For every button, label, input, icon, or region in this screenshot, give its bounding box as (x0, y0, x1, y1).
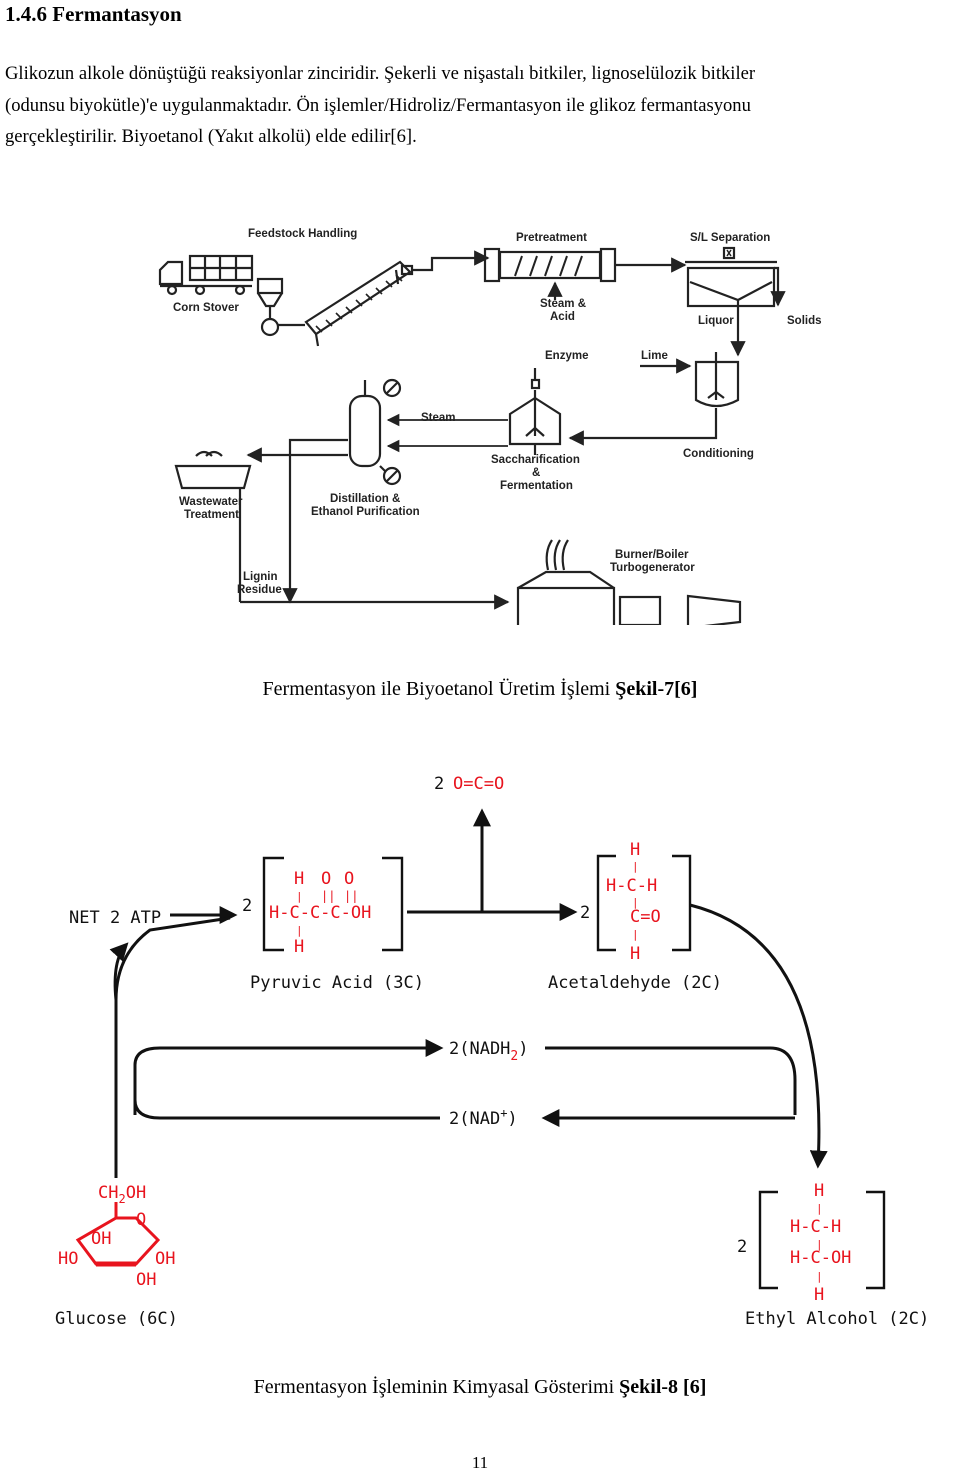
svg-text:||: || (344, 889, 358, 903)
label-burner-1: Burner/Boiler (615, 549, 689, 561)
label-steam-acid-1: Steam & (540, 298, 586, 310)
label-sacch-3: Fermentation (500, 480, 573, 492)
label-conditioning: Conditioning (683, 448, 754, 460)
section-heading: 1.4.6 Fermantasyon (5, 2, 182, 26)
svg-text:C=O: C=O (630, 907, 661, 927)
process-flow-diagram: Feedstock Handling Corn Stover Pretreatm… (158, 228, 822, 625)
figure8-caption: Fermentasyon İşleminin Kimyasal Gösterim… (0, 1376, 960, 1399)
ethyl-alcohol-label: Ethyl Alcohol (2C) (745, 1309, 929, 1329)
ethyl-coefficient: 2 (737, 1237, 747, 1257)
fermentation-vessel-icon (386, 368, 562, 455)
svg-text:H-C-OH: H-C-OH (790, 1248, 851, 1268)
burner-boiler-icon (516, 539, 742, 625)
figure7-caption-text: Fermentasyon ile Biyoetanol Üretim İşlem… (262, 678, 616, 700)
svg-text:H-C-H: H-C-H (606, 876, 657, 896)
nadh-arrow-left (133, 1039, 444, 1115)
distillation-column-icon (246, 378, 508, 604)
label-distillation-1: Distillation & (330, 493, 400, 505)
net-atp-arrow (109, 942, 129, 1001)
svg-text:|: | (632, 928, 639, 941)
svg-text:H: H (814, 1285, 824, 1305)
ethyl-alcohol-structure: 2 H | H-C-H | H-C-OH | H Ethyl Alcohol (… (737, 1181, 929, 1329)
nadh-label: 2(NADH2) (449, 1039, 529, 1064)
label-wastewater-1: Wastewater (179, 496, 243, 508)
svg-text:OH: OH (155, 1249, 175, 1269)
label-feedstock: Feedstock Handling (248, 228, 357, 240)
glucose-label: Glucose (6C) (55, 1309, 178, 1329)
label-steam: Steam (421, 412, 456, 424)
nadh-arrow-right (545, 1046, 797, 1115)
label-wastewater-2: Treatment (184, 509, 239, 521)
svg-text:|: | (296, 890, 303, 903)
svg-text:|: | (632, 896, 639, 909)
hopper-icon (256, 277, 305, 337)
pyruvic-acid-label: Pyruvic Acid (3C) (250, 973, 424, 993)
carbon-dioxide-formula: O=C=O (453, 774, 504, 794)
conditioning-tank-icon (568, 352, 740, 446)
svg-text:CH2OH: CH2OH (98, 1183, 146, 1206)
conveyor-icon (304, 250, 490, 347)
paragraph-line-1: Glikozun alkole dönüştüğü reaksiyonlar z… (5, 63, 756, 84)
label-lignin-2: Residue (237, 584, 282, 596)
label-lignin-1: Lignin (243, 571, 278, 583)
acetaldehyde-structure: 2 H | H-C-H | C=O | H Acetaldehyde (2C) (548, 840, 722, 993)
label-sl-separation: S/L Separation (690, 232, 770, 244)
nad-arrow-left (133, 1099, 440, 1120)
svg-text:H-C-C-C-OH: H-C-C-C-OH (269, 903, 371, 923)
label-sacch-1: Saccharification (491, 454, 580, 466)
label-liquor: Liquor (698, 315, 734, 327)
label-sacch-2: & (532, 467, 540, 479)
svg-text:|: | (816, 1270, 823, 1283)
svg-text:H: H (630, 840, 640, 860)
label-solids: Solids (787, 315, 822, 327)
label-lime: Lime (641, 350, 668, 362)
acetaldehyde-label: Acetaldehyde (2C) (548, 973, 722, 993)
svg-text:O: O (344, 869, 354, 889)
acetaldehyde-coefficient: 2 (580, 903, 590, 923)
svg-text:|: | (632, 860, 639, 873)
figure7-caption-ref: Şekil-7[6] (615, 678, 698, 700)
svg-text:|: | (296, 924, 303, 937)
svg-text:OH: OH (91, 1229, 111, 1249)
acetaldehyde-to-ethanol-curve (689, 903, 828, 1169)
label-pretreatment: Pretreatment (516, 232, 587, 244)
nad-label: 2(NAD+) (449, 1106, 518, 1129)
truck-icon (158, 254, 254, 296)
svg-text:O: O (321, 869, 331, 889)
svg-text:H: H (814, 1181, 824, 1201)
label-enzyme: Enzyme (545, 350, 588, 362)
svg-text:|: | (816, 1238, 823, 1251)
sl-separation-icon (685, 246, 786, 357)
pyruvic-coefficient: 2 (242, 896, 252, 916)
label-steam-acid-2: Acid (550, 311, 575, 323)
svg-text:|: | (816, 1202, 823, 1215)
svg-text:H: H (630, 944, 640, 964)
paragraph-line-2: (odunsu biyokütle)'e uygulanmaktadır. Ön… (5, 94, 751, 116)
label-burner-2: Turbogenerator (610, 562, 695, 574)
label-corn-stover: Corn Stover (173, 302, 239, 314)
svg-text:OH: OH (136, 1270, 156, 1290)
figure8-caption-text: Fermentasyon İşleminin Kimyasal Gösterim… (253, 1376, 620, 1398)
svg-text:HO: HO (58, 1249, 78, 1269)
label-distillation-2: Ethanol Purification (311, 506, 420, 518)
svg-text:||: || (321, 889, 335, 903)
co2-coefficient: 2 (434, 774, 444, 794)
page-number: 11 (471, 1453, 489, 1472)
glucose-structure: CH2OH O OH HO OH OH Glucose (6C) (55, 1183, 178, 1329)
svg-text:O: O (136, 1210, 146, 1230)
net-atp-label: NET 2 ATP (69, 908, 161, 928)
svg-text:H: H (294, 869, 304, 889)
figure8-caption-ref: Şekil-8 [6] (619, 1376, 707, 1398)
figure7-caption: Fermentasyon ile Biyoetanol Üretim İşlem… (0, 678, 960, 701)
body-paragraph: Glikozun alkole dönüştüğü reaksiyonlar z… (5, 58, 955, 153)
svg-text:H: H (294, 937, 304, 957)
pretreatment-reactor-icon (483, 247, 687, 300)
paragraph-line-3: gerçekleştirilir. Biyoetanol (Yakıt alko… (5, 126, 417, 147)
wastewater-treatment-icon (174, 450, 510, 610)
svg-text:H-C-H: H-C-H (790, 1217, 841, 1237)
